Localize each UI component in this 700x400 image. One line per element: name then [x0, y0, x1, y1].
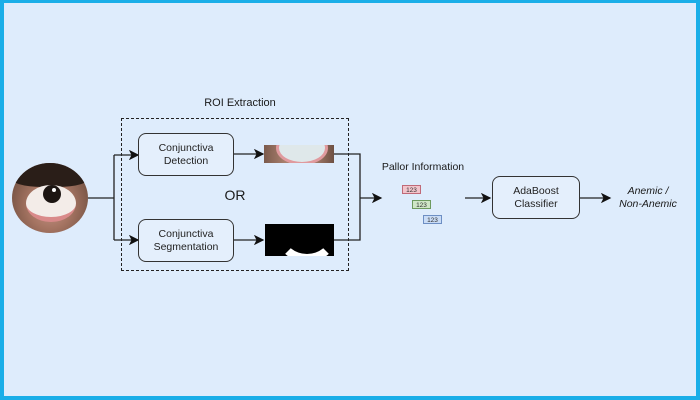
mask-shape	[277, 224, 334, 256]
eye-reflection	[52, 188, 56, 192]
pallor-badge-red: 123	[402, 185, 421, 194]
eye-iris	[43, 185, 61, 203]
conjunctiva-segmentation-box: Conjunctiva Segmentation	[138, 219, 234, 262]
pallor-badge-blue: 123	[423, 215, 442, 224]
cropped-conjunctiva-image	[264, 145, 334, 163]
roi-extraction-title: ROI Extraction	[204, 97, 276, 109]
diagram-canvas	[4, 3, 696, 396]
connector-mask-merge	[334, 198, 361, 241]
roi-extraction-group	[121, 118, 349, 271]
segmentation-label-line1: Conjunctiva	[158, 227, 214, 240]
classifier-label-line1: AdaBoost	[513, 184, 559, 197]
connector-crop-merge	[334, 153, 361, 198]
classifier-label-line2: Classifier	[514, 197, 558, 210]
detection-label-line2: Detection	[163, 154, 209, 167]
eyebrow-shadow	[12, 163, 88, 187]
adaboost-classifier-box: AdaBoost Classifier	[492, 176, 580, 219]
segmentation-mask-image	[265, 224, 334, 256]
detection-label-line1: Conjunctiva	[158, 141, 214, 154]
segmentation-label-line2: Segmentation	[153, 240, 219, 253]
conjunctiva-detection-box: Conjunctiva Detection	[138, 133, 234, 176]
output-line1: Anemic /	[627, 185, 669, 197]
output-label: Anemic / Non-Anemic	[612, 185, 684, 211]
output-line2: Non-Anemic	[619, 198, 677, 210]
pallor-badge-green: 123	[412, 200, 431, 209]
pallor-information-title: Pallor Information	[381, 161, 465, 173]
input-eye-image	[12, 163, 88, 233]
or-separator: OR	[224, 187, 246, 203]
conjunctiva-crop-shape	[276, 145, 328, 163]
